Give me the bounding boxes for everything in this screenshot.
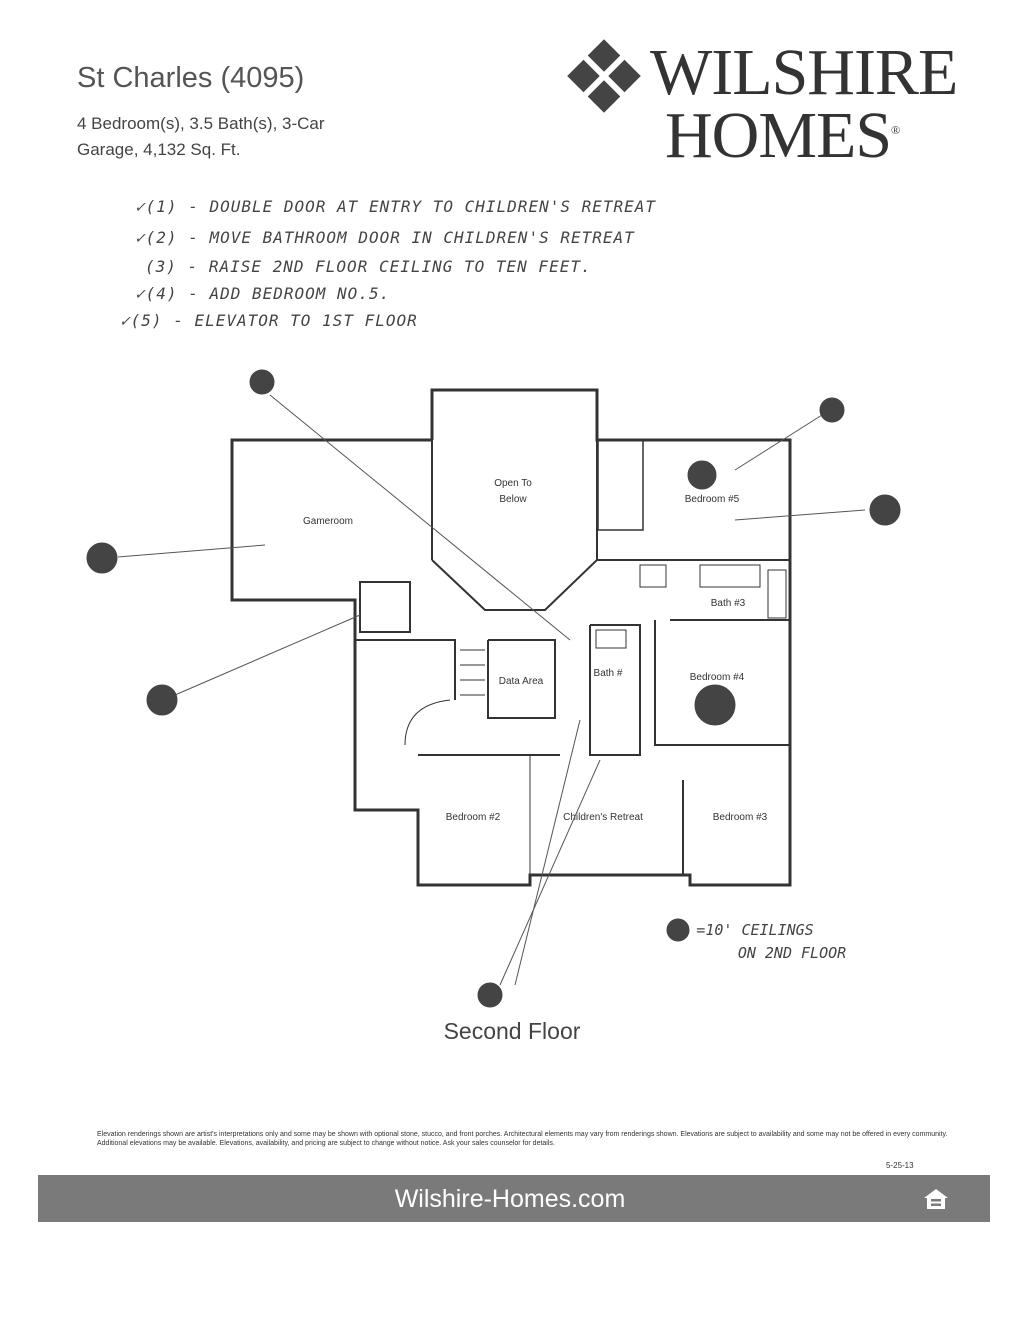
check-icon: ✓ bbox=[135, 197, 146, 216]
room-bedroom-5: Bedroom #5 bbox=[685, 494, 740, 505]
callout-6-right: 6 bbox=[880, 501, 889, 519]
callout-3-bedroom4: 3 bbox=[707, 693, 721, 718]
legend-number: 3 bbox=[672, 921, 682, 939]
room-bedroom-4: Bedroom #4 bbox=[690, 672, 745, 683]
note-text: - ADD BEDROOM NO.5. bbox=[188, 284, 391, 303]
logo-line1: WILSHIRE bbox=[650, 36, 958, 109]
note-number: 4 bbox=[156, 284, 167, 303]
callout-3-bedroom5: 3 bbox=[696, 467, 706, 485]
logo-diamond-icon bbox=[567, 39, 641, 113]
room-bath-3: Bath #3 bbox=[711, 598, 746, 609]
callout-6-left: 6 bbox=[97, 549, 106, 567]
plan-details-line2: Garage, 4,132 Sq. Ft. bbox=[77, 140, 241, 159]
callout-1: 1 bbox=[257, 373, 266, 391]
disclaimer-text: Elevation renderings shown are artist's … bbox=[97, 1131, 948, 1147]
note-text: - ELEVATOR TO 1ST FLOOR bbox=[173, 311, 418, 330]
floor-label: Second Floor bbox=[443, 1018, 581, 1044]
note-text: - RAISE 2ND FLOOR CEILING TO TEN FEET. bbox=[187, 257, 592, 276]
website-link[interactable]: Wilshire-Homes.com bbox=[394, 1185, 626, 1213]
room-bath: Bath # bbox=[594, 668, 623, 679]
equal-housing-icon bbox=[924, 1189, 948, 1209]
callout-4: 4 bbox=[827, 401, 836, 419]
callout-2: 2 bbox=[485, 986, 494, 1004]
room-open-to-below-line1: Open To bbox=[494, 478, 532, 489]
logo-line2: HOMES bbox=[665, 98, 892, 172]
note-text: - MOVE BATHROOM DOOR IN CHILDREN'S RETRE… bbox=[188, 228, 635, 247]
callout-5: 5 bbox=[157, 691, 166, 709]
note-text: - DOUBLE DOOR AT ENTRY TO CHILDREN'S RET… bbox=[188, 197, 657, 216]
room-bedroom-2: Bedroom #2 bbox=[446, 812, 501, 823]
walls bbox=[230, 388, 792, 887]
plan-title: St Charles (4095) bbox=[77, 62, 305, 94]
note-number: 1 bbox=[156, 197, 167, 216]
floor-plan: Gameroom Open To Below Bedroom #5 Bath #… bbox=[86, 369, 901, 1008]
footer-bar: Wilshire-Homes.com bbox=[38, 1175, 990, 1222]
check-icon: ✓ bbox=[135, 228, 146, 247]
room-data-area: Data Area bbox=[499, 676, 544, 687]
wilshire-homes-logo: WILSHIRE HOMES® bbox=[650, 36, 958, 169]
note-number: 3 bbox=[155, 257, 167, 276]
revision-date: 5-25-13 bbox=[886, 1161, 914, 1170]
room-open-to-below-line2: Below bbox=[499, 494, 527, 505]
room-childrens-retreat: Children's Retreat bbox=[563, 812, 643, 823]
legend-line2: ON 2ND FLOOR bbox=[738, 944, 846, 962]
room-gameroom: Gameroom bbox=[303, 516, 353, 527]
note-number: 5 bbox=[141, 311, 152, 330]
registered-mark: ® bbox=[891, 122, 900, 137]
check-icon: ✓ bbox=[120, 311, 131, 330]
legend-line1: =10' CEILINGS bbox=[696, 921, 813, 939]
note-number: 2 bbox=[156, 228, 167, 247]
room-bedroom-3: Bedroom #3 bbox=[713, 812, 768, 823]
check-icon: ✓ bbox=[135, 284, 146, 303]
plan-details-line1: 4 Bedroom(s), 3.5 Bath(s), 3-Car bbox=[77, 114, 325, 133]
callout-lines bbox=[117, 394, 866, 986]
